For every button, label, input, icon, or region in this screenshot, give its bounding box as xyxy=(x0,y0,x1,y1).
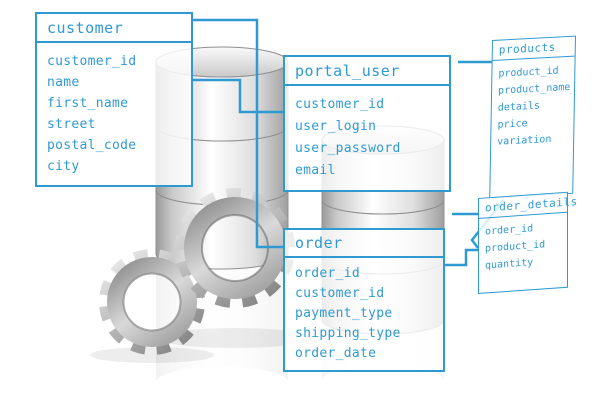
field-payment-type: payment_type xyxy=(295,306,393,321)
table-products-fields: product_id product_name details price va… xyxy=(491,57,575,156)
gear-small-icon xyxy=(99,249,205,355)
field-user-login: user_login xyxy=(295,119,377,134)
table-order-details: order_details order_id product_id quanti… xyxy=(478,191,578,294)
table-customer-fields: customer_id name first_name street posta… xyxy=(37,43,191,185)
field-customer-id: customer_id xyxy=(295,97,385,112)
table-customer: customer customer_id name first_name str… xyxy=(35,12,193,187)
table-portal-user-title: portal_user xyxy=(285,57,449,86)
field-variation: variation xyxy=(497,133,552,148)
table-customer-title: customer xyxy=(37,14,191,43)
field-postal-code: postal_code xyxy=(47,138,137,153)
field-user-password: user_password xyxy=(295,141,401,156)
field-email: email xyxy=(295,163,336,178)
connector-customer-to-portal-user xyxy=(193,78,283,114)
gear-shadow xyxy=(157,328,313,348)
field-order-id: order_id xyxy=(295,266,361,281)
field-customer-id: customer_id xyxy=(295,286,385,301)
table-order-title: order xyxy=(285,230,443,258)
connector-order-to-order-details xyxy=(445,248,478,267)
field-city: city xyxy=(47,159,80,174)
table-products: products product_id product_name details… xyxy=(489,35,576,199)
field-first-name: first_name xyxy=(47,96,129,111)
table-order-details-fields: order_id product_id quantity xyxy=(479,213,567,280)
table-portal-user-fields: customer_id user_login user_password ema… xyxy=(285,86,449,190)
gear-shadow xyxy=(90,347,214,363)
table-order-fields: order_id customer_id payment_type shippi… xyxy=(285,258,443,370)
field-customer-id: customer_id xyxy=(47,54,137,69)
field-shipping-type: shipping_type xyxy=(295,326,401,341)
table-order: order order_id customer_id payment_type … xyxy=(283,228,445,372)
table-portal-user: portal_user customer_id user_login user_… xyxy=(283,55,451,192)
connector-customer-to-order xyxy=(193,18,283,249)
field-name: name xyxy=(47,75,80,90)
field-order-date: order_date xyxy=(295,346,377,361)
field-street: street xyxy=(47,117,96,132)
